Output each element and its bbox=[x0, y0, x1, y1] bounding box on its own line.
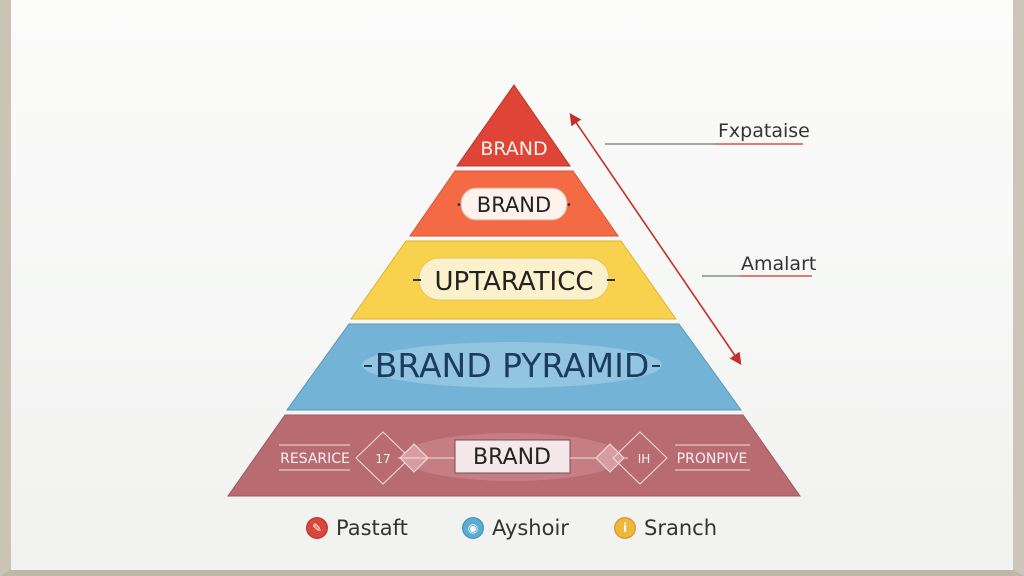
side-label-1: Fxpataise bbox=[718, 120, 810, 142]
pyramid-tier-1 bbox=[456, 84, 571, 167]
legend-label-3: Sranch bbox=[644, 516, 717, 540]
base-right-number: IH bbox=[638, 452, 651, 466]
base-left-diamond-outer bbox=[355, 431, 411, 485]
tier-2-label-box bbox=[460, 187, 568, 221]
expertise-double-arrow bbox=[569, 113, 742, 365]
pen-icon: ✎ bbox=[306, 517, 328, 539]
base-right-diamond-outer bbox=[612, 431, 668, 485]
tier-2-right-marker: • bbox=[566, 200, 572, 211]
legend-label-2: Ayshoir bbox=[492, 516, 569, 540]
tier-4-label: BRAND PYRAMID bbox=[375, 346, 650, 385]
tier-3-label: UPTARATICC bbox=[435, 267, 594, 297]
base-center-box bbox=[454, 439, 571, 474]
legend-item-3: i Sranch bbox=[614, 513, 717, 543]
base-right-label: PRONPIVE bbox=[677, 451, 748, 467]
info-icon: i bbox=[614, 517, 636, 539]
tier-2-label: BRAND bbox=[477, 193, 551, 217]
legend-item-2: ◉ Ayshoir bbox=[462, 513, 569, 543]
tier-5-label: BRAND bbox=[473, 445, 551, 470]
legend-item-1: ✎ Pastaft bbox=[306, 513, 408, 543]
base-right-diamond-inner bbox=[595, 443, 625, 473]
tier-2-left-marker: • bbox=[456, 200, 462, 211]
side-label-2: Amalart bbox=[741, 253, 816, 275]
legend-label-1: Pastaft bbox=[336, 516, 408, 540]
base-left-label: RESARICE bbox=[280, 451, 350, 467]
tier-1-label: BRAND bbox=[480, 138, 547, 160]
base-left-number: 17 bbox=[375, 452, 390, 466]
eye-icon: ◉ bbox=[462, 517, 484, 539]
